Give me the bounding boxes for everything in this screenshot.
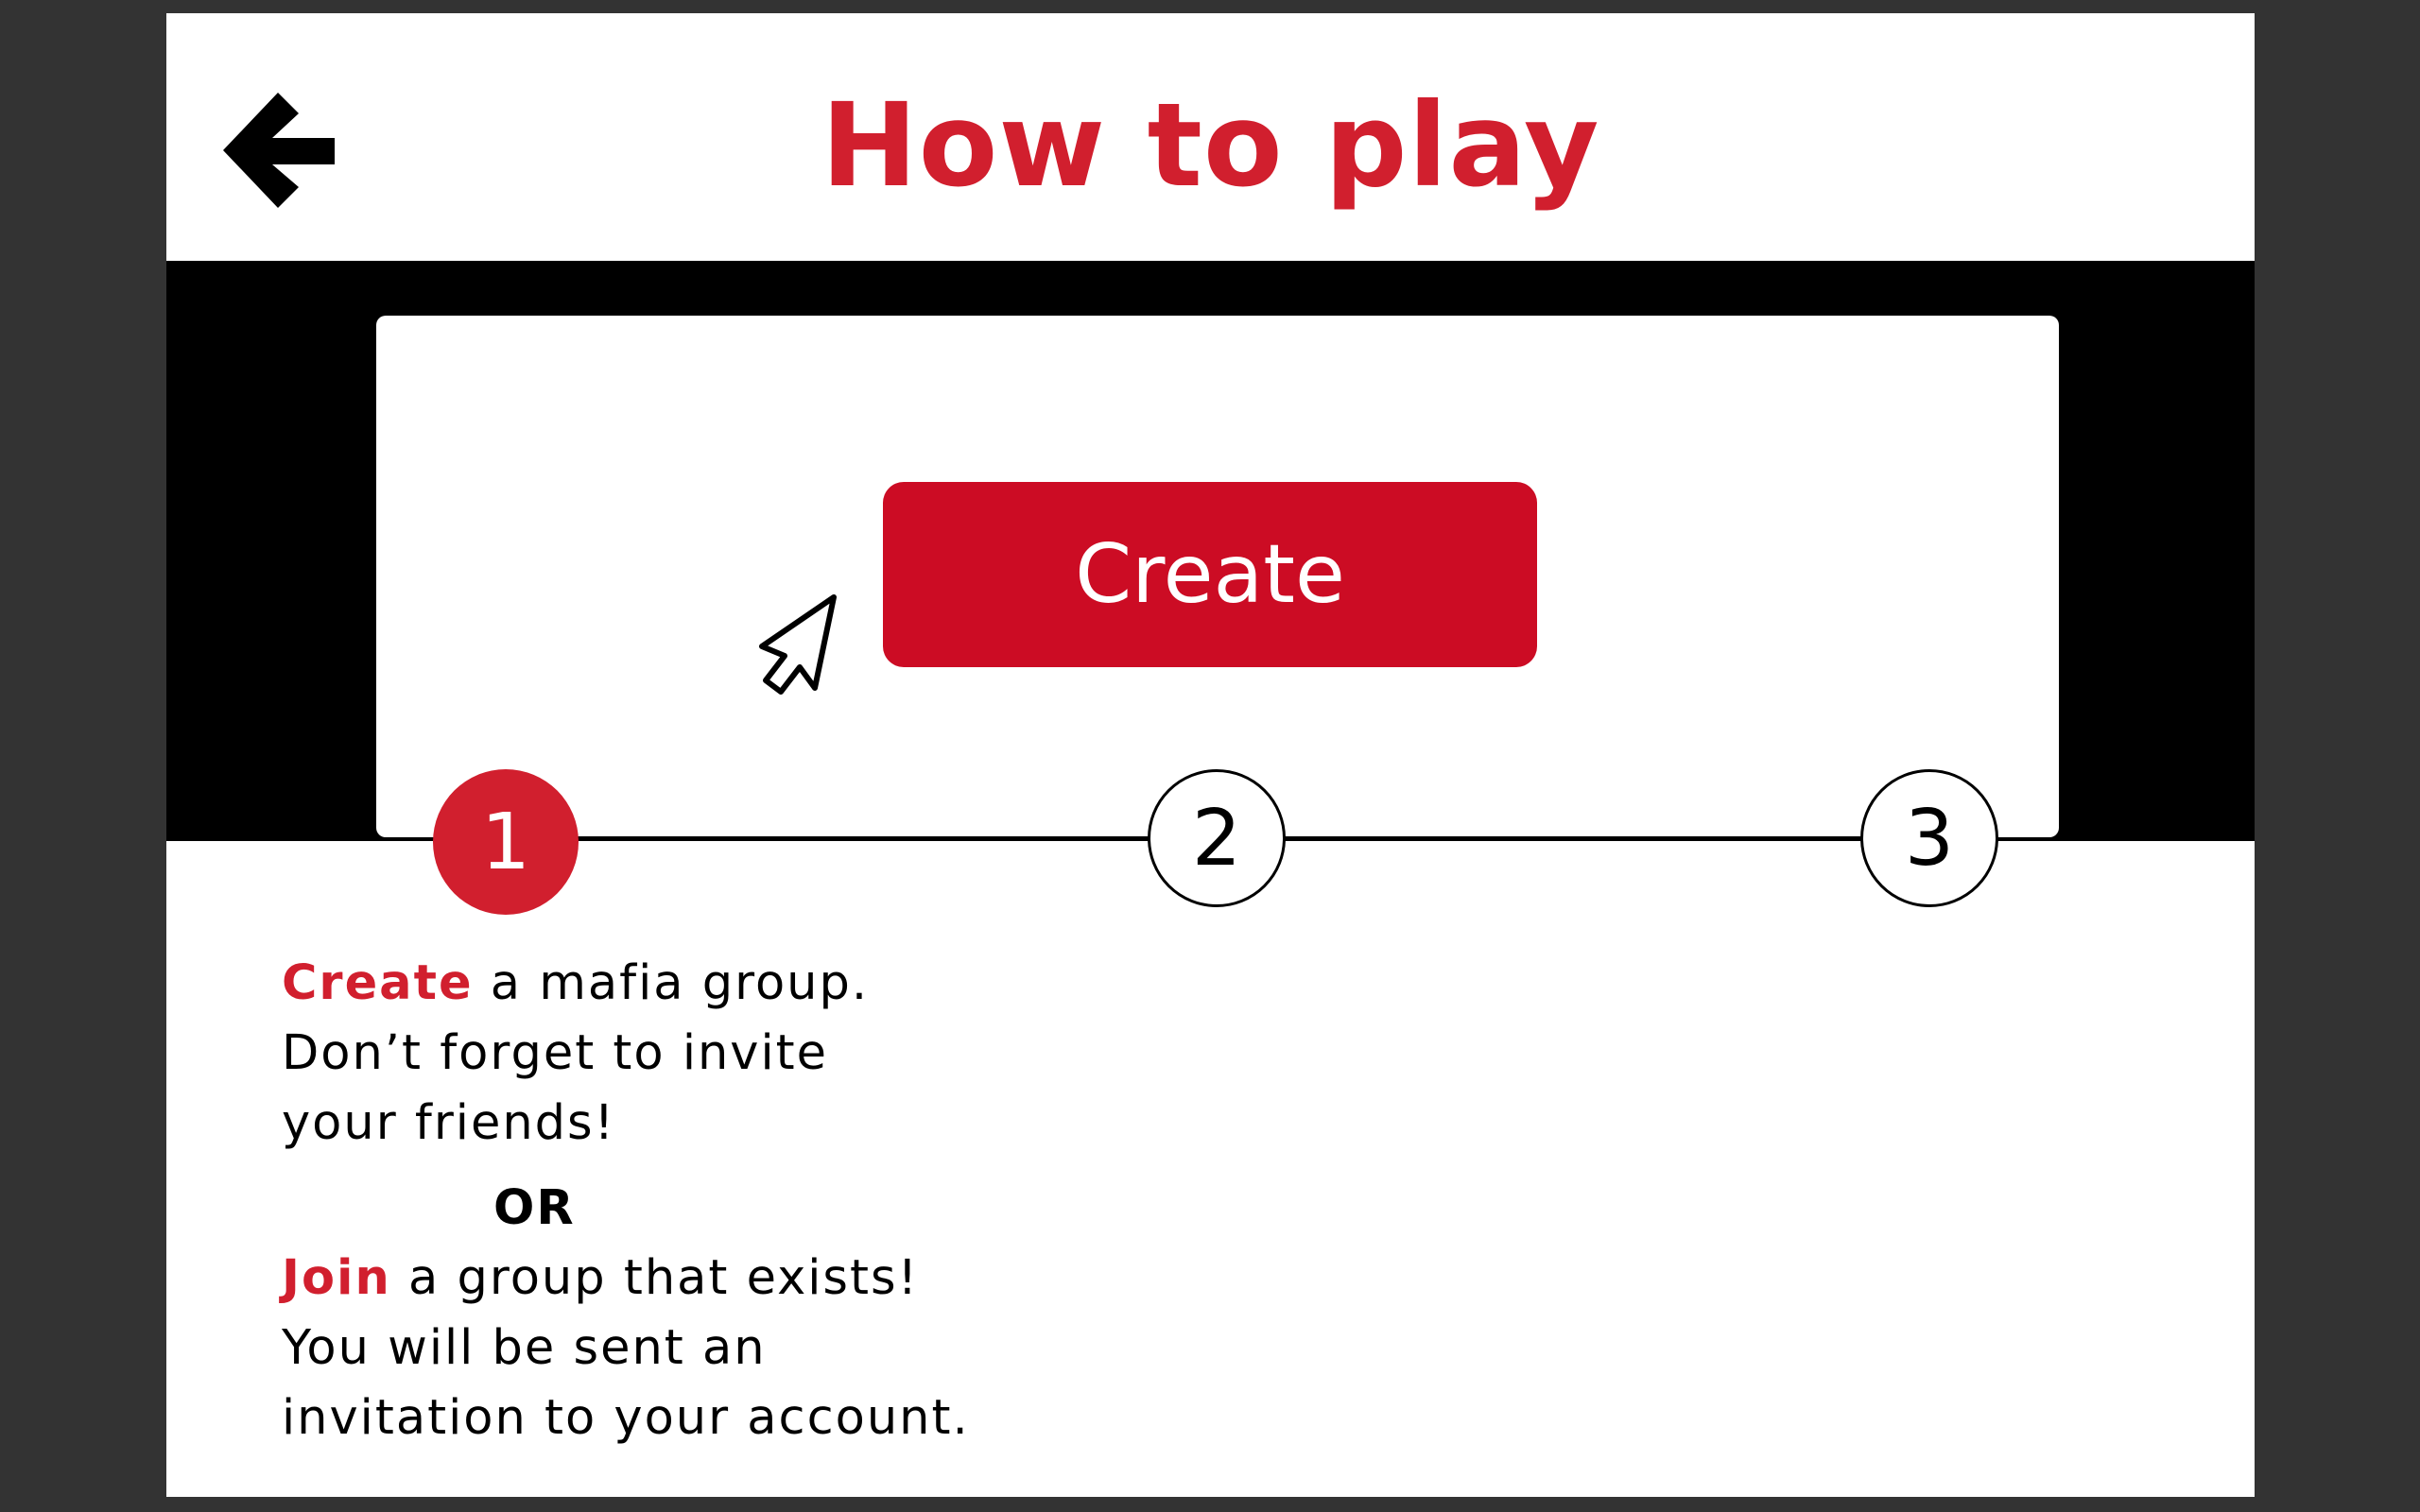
instruction-line-1: Create a mafia group.	[282, 949, 1132, 1019]
create-keyword: Create	[282, 955, 474, 1011]
step-2[interactable]: 2	[1148, 769, 1286, 907]
back-button[interactable]	[223, 93, 335, 208]
arrow-left-icon	[223, 93, 335, 208]
instruction-line-4: Join a group that exists!	[282, 1244, 1132, 1314]
how-to-play-screen: How to play Create 1 2 3 Create a mafia …	[166, 13, 2255, 1497]
header: How to play	[166, 13, 2255, 261]
or-separator: OR	[493, 1180, 576, 1236]
mouse-pointer-icon	[758, 593, 841, 699]
instruction-line-3: your friends!	[282, 1095, 616, 1151]
create-text: a mafia group.	[473, 955, 870, 1011]
instruction-line-6: invitation to your account.	[282, 1390, 970, 1446]
step-instructions: Create a mafia group. Don’t forget to in…	[282, 949, 1132, 1453]
tutorial-illustration: Create	[166, 261, 2255, 841]
demo-card: Create	[376, 316, 2059, 837]
instruction-line-2: Don’t forget to invite	[282, 1025, 829, 1081]
demo-create-button[interactable]: Create	[883, 482, 1537, 667]
step-1[interactable]: 1	[433, 769, 579, 915]
join-keyword: Join	[282, 1250, 391, 1306]
join-text: a group that exists!	[390, 1250, 920, 1306]
page-title: How to play	[821, 78, 1600, 213]
step-3[interactable]: 3	[1860, 769, 1998, 907]
instruction-line-5: You will be sent an	[282, 1320, 767, 1376]
